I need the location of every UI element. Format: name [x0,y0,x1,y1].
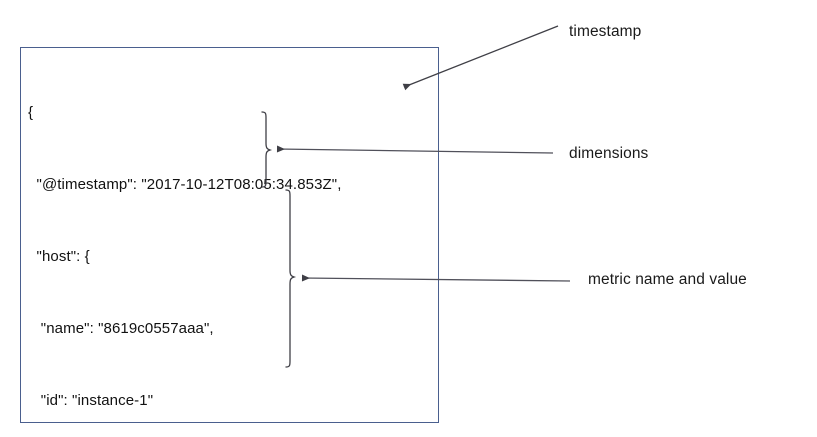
json-line-host-id: "id": "instance-1" [28,392,154,409]
json-document-box [20,47,439,423]
json-line-host-open: "host": { [28,248,90,265]
json-line-open-brace: { [28,104,34,121]
annotation-label-metric: metric name and value [588,271,747,288]
json-line-timestamp: "@timestamp": "2017-10-12T08:05:34.853Z"… [28,176,342,193]
json-line-host-name: "name": "8619c0557aaa", [28,320,214,337]
json-code-block: { "@timestamp": "2017-10-12T08:05:34.853… [28,53,428,437]
annotation-label-timestamp: timestamp [569,23,642,40]
annotation-label-dimensions: dimensions [569,145,649,162]
